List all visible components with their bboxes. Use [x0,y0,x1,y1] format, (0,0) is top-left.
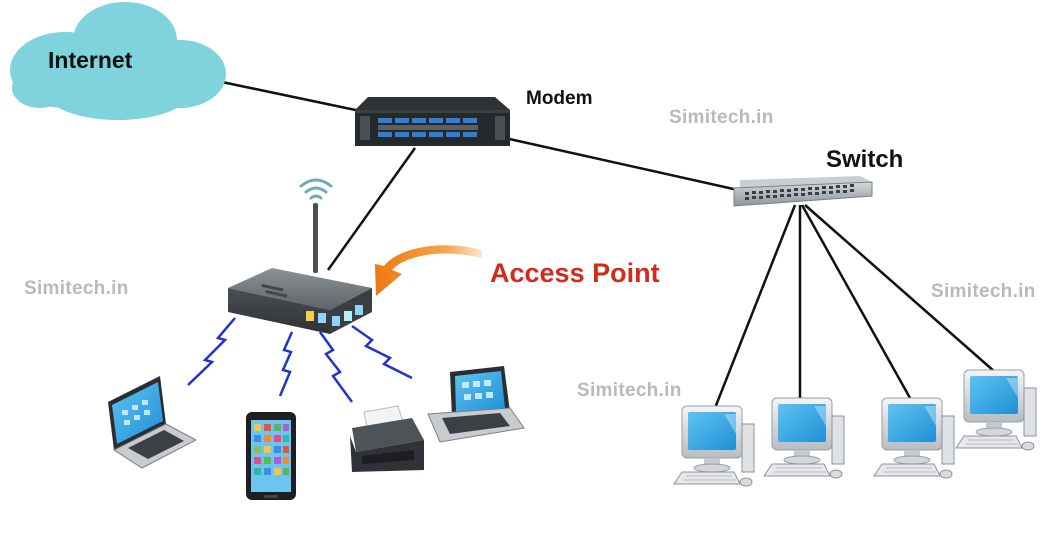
wireless-bolt-laptop [187,317,236,386]
link-switch-pc-3 [800,204,912,399]
access-point-label: Access Point [490,258,660,288]
cloud-icon [10,2,226,120]
modem-icon [355,97,510,146]
link-internet-modem [221,80,366,114]
desktop-computer-icon [673,405,755,487]
modem-label: Modem [526,88,593,109]
laptop-icon [108,376,198,469]
wireless-bolt-printer [318,331,354,403]
router-icon [228,203,372,334]
link-switch-pc-4 [804,204,996,373]
network-links [221,80,996,409]
smartphone-icon [246,412,296,500]
watermark: Simitech.in [931,281,1036,302]
wifi-icon [299,178,333,200]
wireless-signals [187,317,413,403]
watermark: Simitech.in [577,380,682,401]
link-modem-access-point [326,147,417,271]
access-point-arrow [375,245,482,296]
switch-label: Switch [826,146,904,173]
wireless-bolt-phone [278,331,294,397]
desktop-computer-icon [873,397,955,479]
desktop-computer-icon [955,369,1037,451]
laptop-icon [427,366,525,443]
watermark: Simitech.in [669,107,774,128]
link-modem-switch [504,136,739,192]
watermark: Simitech.in [24,278,129,299]
internet-label: Internet [48,47,133,73]
printer-icon [350,405,424,472]
link-switch-pc-1 [713,204,797,409]
wireless-bolt-laptop-2 [351,324,413,380]
switch-icon [733,176,873,207]
desktop-computer-icon [763,397,845,479]
